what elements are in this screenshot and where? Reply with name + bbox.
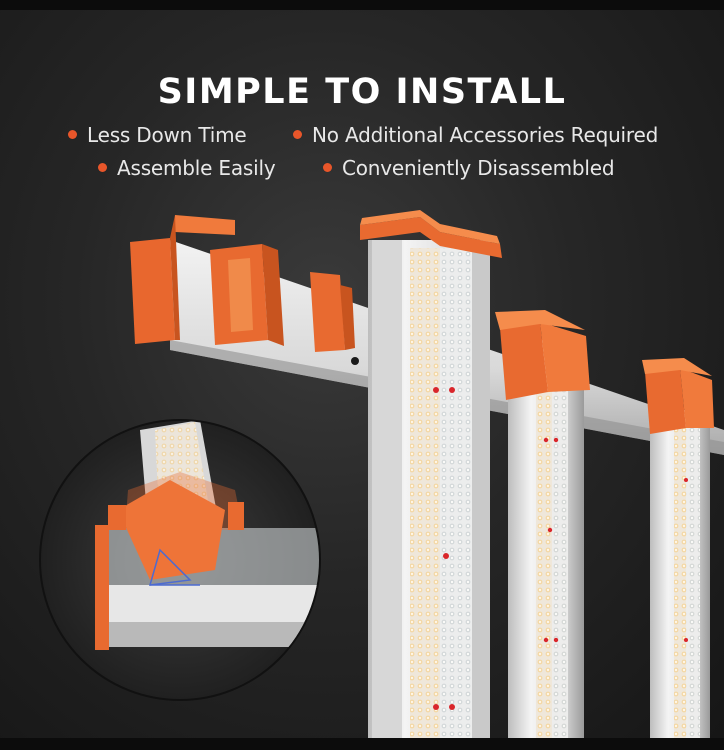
bullet-icon [68,130,77,139]
light-bar-main [360,210,502,738]
bullet-icon [98,163,107,172]
feature-item: No Additional Accessories Required [293,123,658,147]
light-bar-middle [495,310,590,738]
product-illustration [39,210,724,738]
feature-item: Conveniently Disassembled [323,156,615,180]
bullet-icon [323,163,332,172]
bottom-border [0,738,724,750]
feature-item: Less Down Time [68,123,247,147]
bullet-icon [293,130,302,139]
feature-label: Less Down Time [87,123,247,147]
feature-label: Conveniently Disassembled [342,156,615,180]
bracket-left [130,215,355,352]
page-title: SIMPLE TO INSTALL [157,72,567,112]
magnified-detail [39,419,321,701]
top-border [0,0,724,10]
feature-label: No Additional Accessories Required [312,123,659,147]
feature-label: Assemble Easily [117,156,276,180]
product-banner: SIMPLE TO INSTALL Less Down Time No Addi… [0,10,724,738]
feature-item: Assemble Easily [98,156,276,180]
light-bar-right [642,358,714,738]
